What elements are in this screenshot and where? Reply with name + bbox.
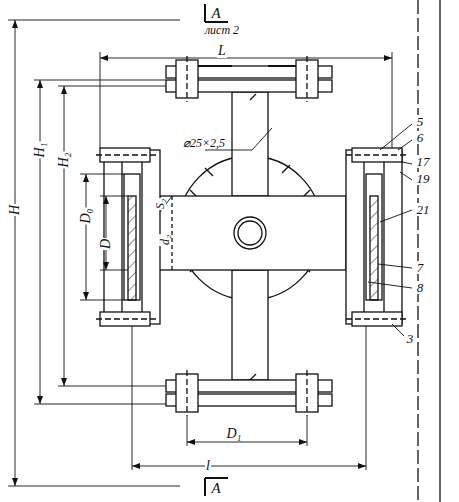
dimension: H bbox=[8, 204, 22, 216]
section-letter: А bbox=[210, 481, 221, 496]
dimension: l bbox=[205, 459, 211, 473]
callout-number: 5 bbox=[416, 115, 425, 128]
dimension: D bbox=[99, 238, 113, 250]
dimension: D₁ bbox=[226, 427, 243, 441]
dimension: S₂ bbox=[154, 198, 166, 210]
callout-number: 19 bbox=[416, 172, 431, 185]
section-letter: А bbox=[210, 6, 221, 21]
dimension: H₂ bbox=[57, 152, 71, 169]
callout-number: 6 bbox=[416, 131, 425, 144]
callout-number: 7 bbox=[416, 261, 425, 274]
pipe-size: ⌀25×2,5 bbox=[182, 137, 226, 149]
callout-number: 21 bbox=[416, 203, 431, 216]
dimension: H₁ bbox=[33, 142, 47, 159]
callout-number: 8 bbox=[416, 281, 425, 294]
dimension: D₀ bbox=[79, 208, 93, 225]
dimension: L bbox=[217, 44, 227, 58]
callout-number: 3 bbox=[406, 332, 415, 345]
dimension: d₂ bbox=[159, 234, 171, 246]
section-sheet: лист 2 bbox=[204, 24, 240, 36]
callout-number: 17 bbox=[416, 155, 431, 168]
